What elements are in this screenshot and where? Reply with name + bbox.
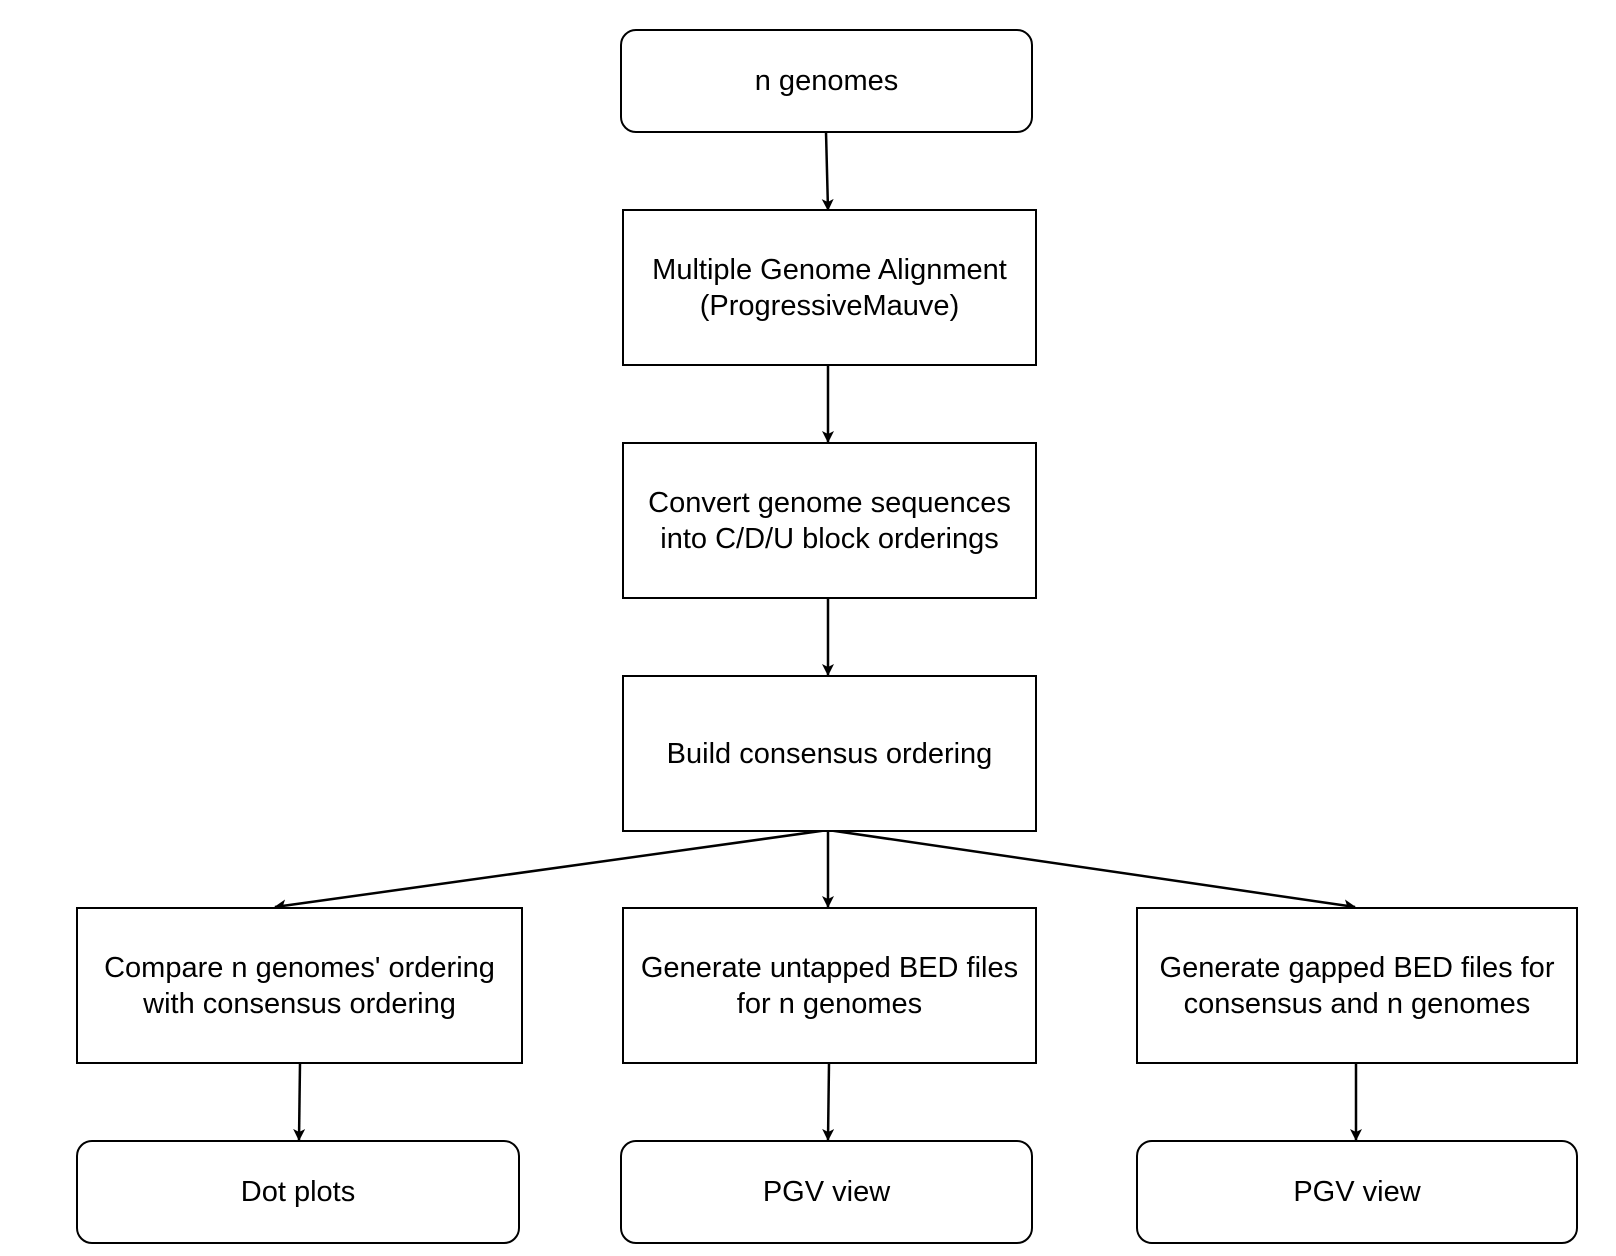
node-pgv-view-1: PGV view — [620, 1140, 1033, 1244]
node-multiple-genome-alignment: Multiple Genome Alignment (ProgressiveMa… — [622, 209, 1037, 366]
node-convert-sequences: Convert genome sequences into C/D/U bloc… — [622, 442, 1037, 599]
node-build-consensus: Build consensus ordering — [622, 675, 1037, 832]
node-compare-orderings-label: Compare n genomes' ordering with consens… — [104, 951, 495, 1020]
node-build-consensus-label: Build consensus ordering — [666, 737, 993, 770]
node-n-genomes: n genomes — [620, 29, 1033, 133]
node-untapped-bed-label: Generate untapped BED files for n genome… — [640, 951, 1019, 1020]
node-n-genomes-label: n genomes — [754, 65, 899, 97]
node-dot-plots-label: Dot plots — [240, 1176, 356, 1208]
edge-ngenomes-to-alignment — [821, 131, 834, 211]
edge-untapped-to-pgv1 — [822, 1062, 835, 1141]
edge-consensus-to-gapped — [827, 828, 1356, 912]
node-multiple-genome-alignment-label: Multiple Genome Alignment (ProgressiveMa… — [652, 253, 1007, 322]
node-compare-orderings: Compare n genomes' ordering with consens… — [76, 907, 523, 1064]
node-pgv-view-2-label: PGV view — [1293, 1176, 1421, 1208]
node-dot-plots: Dot plots — [76, 1140, 520, 1244]
node-gapped-bed: Generate gapped BED files for consensus … — [1136, 907, 1578, 1064]
node-convert-sequences-label: Convert genome sequences into C/D/U bloc… — [648, 486, 1011, 555]
edge-compare-to-dotplots — [293, 1062, 306, 1141]
node-pgv-view-1-label: PGV view — [762, 1176, 891, 1208]
edge-consensus-to-compare — [274, 828, 829, 912]
node-gapped-bed-label: Generate gapped BED files for consensus … — [1159, 951, 1555, 1020]
node-untapped-bed: Generate untapped BED files for n genome… — [622, 907, 1037, 1064]
node-pgv-view-2: PGV view — [1136, 1140, 1578, 1244]
